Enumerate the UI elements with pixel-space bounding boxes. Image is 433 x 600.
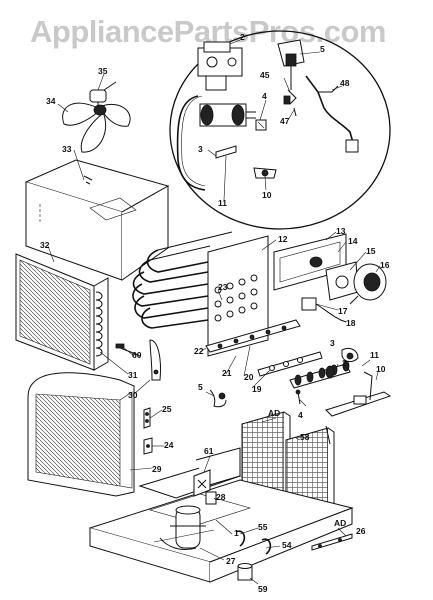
callout-5: 5 (320, 44, 325, 54)
blower-motor (170, 505, 206, 549)
callout-17: 17 (338, 306, 348, 316)
callout-26: 26 (356, 526, 366, 536)
callout-13: 13 (336, 226, 346, 236)
callout-60: 60 (132, 350, 142, 360)
callout-12: 12 (278, 234, 288, 244)
inducer-gasket (325, 261, 359, 301)
callout-3b: 3 (330, 338, 335, 348)
valve-solenoid (199, 103, 256, 127)
drain-bracket (149, 339, 161, 381)
callout-16: 16 (380, 260, 390, 270)
callout-47: 47 (280, 116, 290, 126)
condenser-coil (15, 253, 109, 371)
callout-1: 1 (234, 528, 239, 538)
callout-2b: 2 (342, 358, 347, 368)
filter-clip (325, 425, 331, 445)
callout-33: 33 (62, 144, 72, 154)
bracket-25 (143, 407, 151, 429)
callout-2: 2 (240, 32, 245, 42)
leader-lines (47, 39, 381, 585)
blower-wheel-clamp (235, 530, 272, 555)
callout-24: 24 (164, 440, 174, 450)
callout-10: 10 (262, 190, 272, 200)
cap-59 (237, 563, 253, 581)
valve-solenoid-small (325, 365, 335, 379)
screw-4 (295, 389, 301, 405)
igniter-bracket (277, 39, 305, 90)
exchanger-ports (214, 274, 258, 322)
fitting-4 (255, 119, 267, 131)
callout-ad-top: AD (268, 408, 280, 418)
callout-11b: 11 (370, 350, 379, 360)
callout-11: 11 (218, 198, 227, 208)
electrode (283, 89, 297, 105)
heat-exchanger (132, 231, 269, 357)
callout-23: 23 (218, 282, 228, 292)
callout-54: 54 (282, 540, 292, 550)
rollout-switch-bracket (325, 371, 392, 417)
callout-10b: 10 (376, 364, 386, 374)
callout-4: 4 (262, 91, 267, 101)
rail-26 (311, 533, 353, 551)
callout-55: 55 (258, 522, 268, 532)
gas-valve (197, 41, 243, 91)
callout-61: 61 (204, 446, 214, 456)
outer-cabinet (24, 159, 170, 281)
burner-manifold (205, 319, 301, 353)
callout-29: 29 (152, 464, 162, 474)
callout-35: 35 (98, 66, 108, 76)
limit-switch (253, 167, 277, 179)
callout-15: 15 (366, 246, 376, 256)
control-box-61 (193, 469, 211, 497)
callout-14: 14 (348, 236, 358, 246)
callout-58: 58 (300, 432, 310, 442)
callout-59: 59 (258, 584, 268, 594)
callout-27: 27 (226, 556, 236, 566)
evaporator-coil (27, 372, 135, 497)
sensor-tubing (305, 75, 359, 153)
callout-21: 21 (222, 368, 232, 378)
gas-valve-detail-inset (169, 30, 391, 230)
burner-bracket (257, 351, 323, 377)
callout-19: 19 (252, 384, 262, 394)
igniter (209, 389, 227, 408)
callout-4b: 4 (298, 410, 303, 420)
capacitor (205, 491, 217, 505)
callout-3: 3 (198, 144, 203, 154)
callout-28: 28 (216, 492, 226, 502)
callout-22: 22 (194, 346, 204, 356)
callout-ad-bottom: AD (334, 518, 346, 528)
callout-48: 48 (340, 78, 350, 88)
condenser-fan-blade (62, 102, 131, 153)
callout-25: 25 (162, 404, 172, 414)
callout-45: 45 (260, 70, 270, 80)
bracket-24 (143, 437, 153, 455)
callout-30: 30 (128, 390, 138, 400)
callout-32: 32 (40, 240, 50, 250)
callout-18: 18 (346, 318, 356, 328)
callout-labels: 2 3 4 5 45 47 48 10 11 35 34 33 32 31 60… (40, 32, 390, 594)
burner-orifices (217, 325, 287, 349)
inducer-motor (349, 263, 387, 305)
callout-34: 34 (46, 96, 56, 106)
callout-20: 20 (244, 372, 254, 382)
callout-31: 31 (128, 370, 138, 380)
callout-5b: 5 (198, 382, 203, 392)
flame-sensor (293, 107, 297, 117)
gas-valve-small (341, 347, 359, 363)
blower-mount (153, 529, 215, 551)
